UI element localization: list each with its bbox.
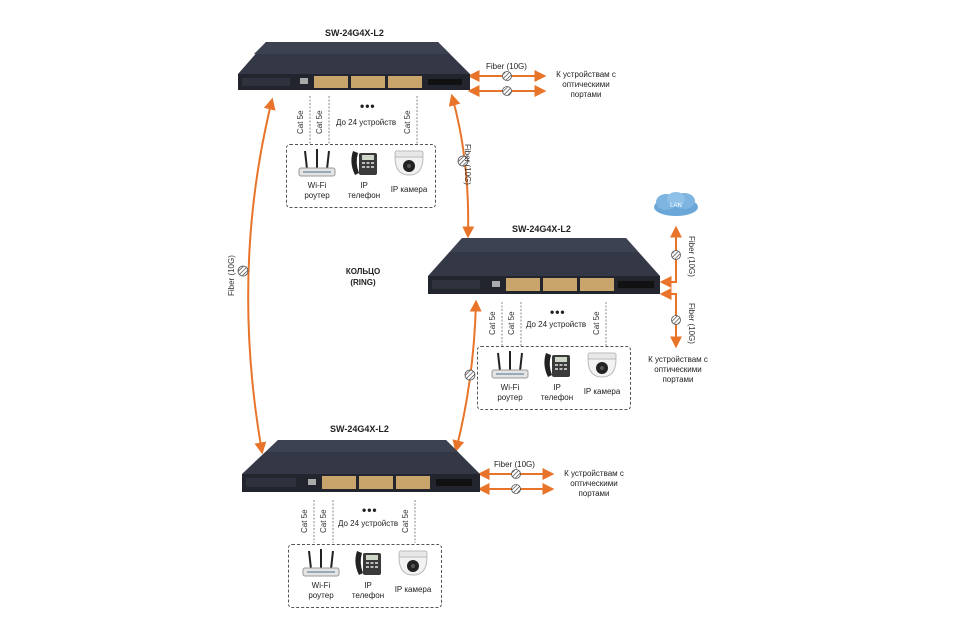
lan-cloud-icon	[654, 192, 698, 216]
fiber-label-top-middle: Fiber (10G)	[463, 144, 472, 185]
up-to-devices-middle: До 24 устройств	[526, 320, 587, 329]
ring-label: КОЛЬЦО (RING)	[345, 267, 381, 287]
switch-middle-title: SW-24G4X-L2	[512, 224, 571, 234]
cat5e-label: Cat 5e	[592, 311, 601, 335]
switch-top-title: SW-24G4X-L2	[325, 28, 384, 38]
ip-phone-icon	[355, 551, 381, 575]
fiber-label-ring-left: Fiber (10G)	[227, 255, 236, 296]
device-ip-camera[interactable]: IP камера	[391, 549, 435, 594]
fiber-middle-lan	[659, 225, 682, 288]
wifi-router-icon	[298, 149, 336, 177]
cat5e-cables-top	[309, 96, 418, 145]
wifi-router-icon	[302, 549, 340, 577]
cat5e-cables-middle	[501, 302, 607, 346]
cat5e-label: Cat 5e	[488, 311, 497, 335]
switch-top[interactable]	[238, 42, 470, 98]
ip-camera-icon	[587, 352, 617, 378]
fiber-connector-icon	[511, 484, 521, 494]
fiber-label-bottom: Fiber (10G)	[494, 460, 535, 469]
optical-target-bottom: К устройствам с оптическими портами	[564, 469, 624, 498]
ip-camera-icon	[398, 550, 428, 576]
cat5e-cables-bottom	[313, 500, 416, 543]
fiber-label-lan: Fiber (10G)	[687, 236, 696, 277]
fiber-connector-icon	[457, 155, 469, 167]
fiber-connector-icon	[671, 315, 681, 325]
ip-phone-icon	[544, 353, 570, 377]
optical-target-top: К устройствам с оптическими портами	[556, 70, 616, 99]
fiber-connector-icon	[502, 86, 512, 96]
cat5e-label: Cat 5e	[403, 110, 412, 134]
cat5e-label: Cat 5e	[296, 110, 305, 134]
ring-fiber-left	[247, 97, 276, 455]
fiber-connector-icon	[671, 250, 681, 260]
switch-middle[interactable]	[428, 238, 660, 300]
fiber-connector-icon	[237, 265, 249, 277]
cat5e-label: Cat 5e	[300, 509, 309, 533]
lan-label: LAN	[670, 203, 682, 209]
fiber-middle-optical	[659, 288, 682, 349]
device-ip-camera[interactable]: IP камера	[387, 149, 431, 194]
ip-phone-icon	[351, 151, 377, 175]
device-ip-camera[interactable]: IP камера	[580, 351, 624, 396]
fiber-label-optical: Fiber (10G)	[687, 303, 696, 344]
fiber-connector-icon	[502, 71, 512, 81]
optical-target-middle: К устройствам с оптическими портами	[648, 355, 708, 384]
switch-bottom-title: SW-24G4X-L2	[330, 424, 389, 434]
wifi-router-icon	[491, 351, 529, 379]
fiber-connector-icon	[511, 469, 521, 479]
cat5e-label: Cat 5e	[319, 509, 328, 533]
more-devices-dots: •••	[550, 305, 566, 319]
cat5e-label: Cat 5e	[401, 509, 410, 533]
cat5e-label: Cat 5e	[315, 110, 324, 134]
cat5e-label: Cat 5e	[507, 311, 516, 335]
ip-camera-icon	[394, 150, 424, 176]
more-devices-dots: •••	[360, 99, 376, 113]
fiber-connector-icon	[464, 369, 476, 381]
up-to-devices-top: До 24 устройств	[336, 118, 397, 127]
up-to-devices-bottom: До 24 устройств	[338, 519, 399, 528]
more-devices-dots: •••	[362, 503, 378, 517]
fiber-label-top: Fiber (10G)	[486, 62, 527, 71]
switch-bottom[interactable]	[242, 440, 480, 500]
